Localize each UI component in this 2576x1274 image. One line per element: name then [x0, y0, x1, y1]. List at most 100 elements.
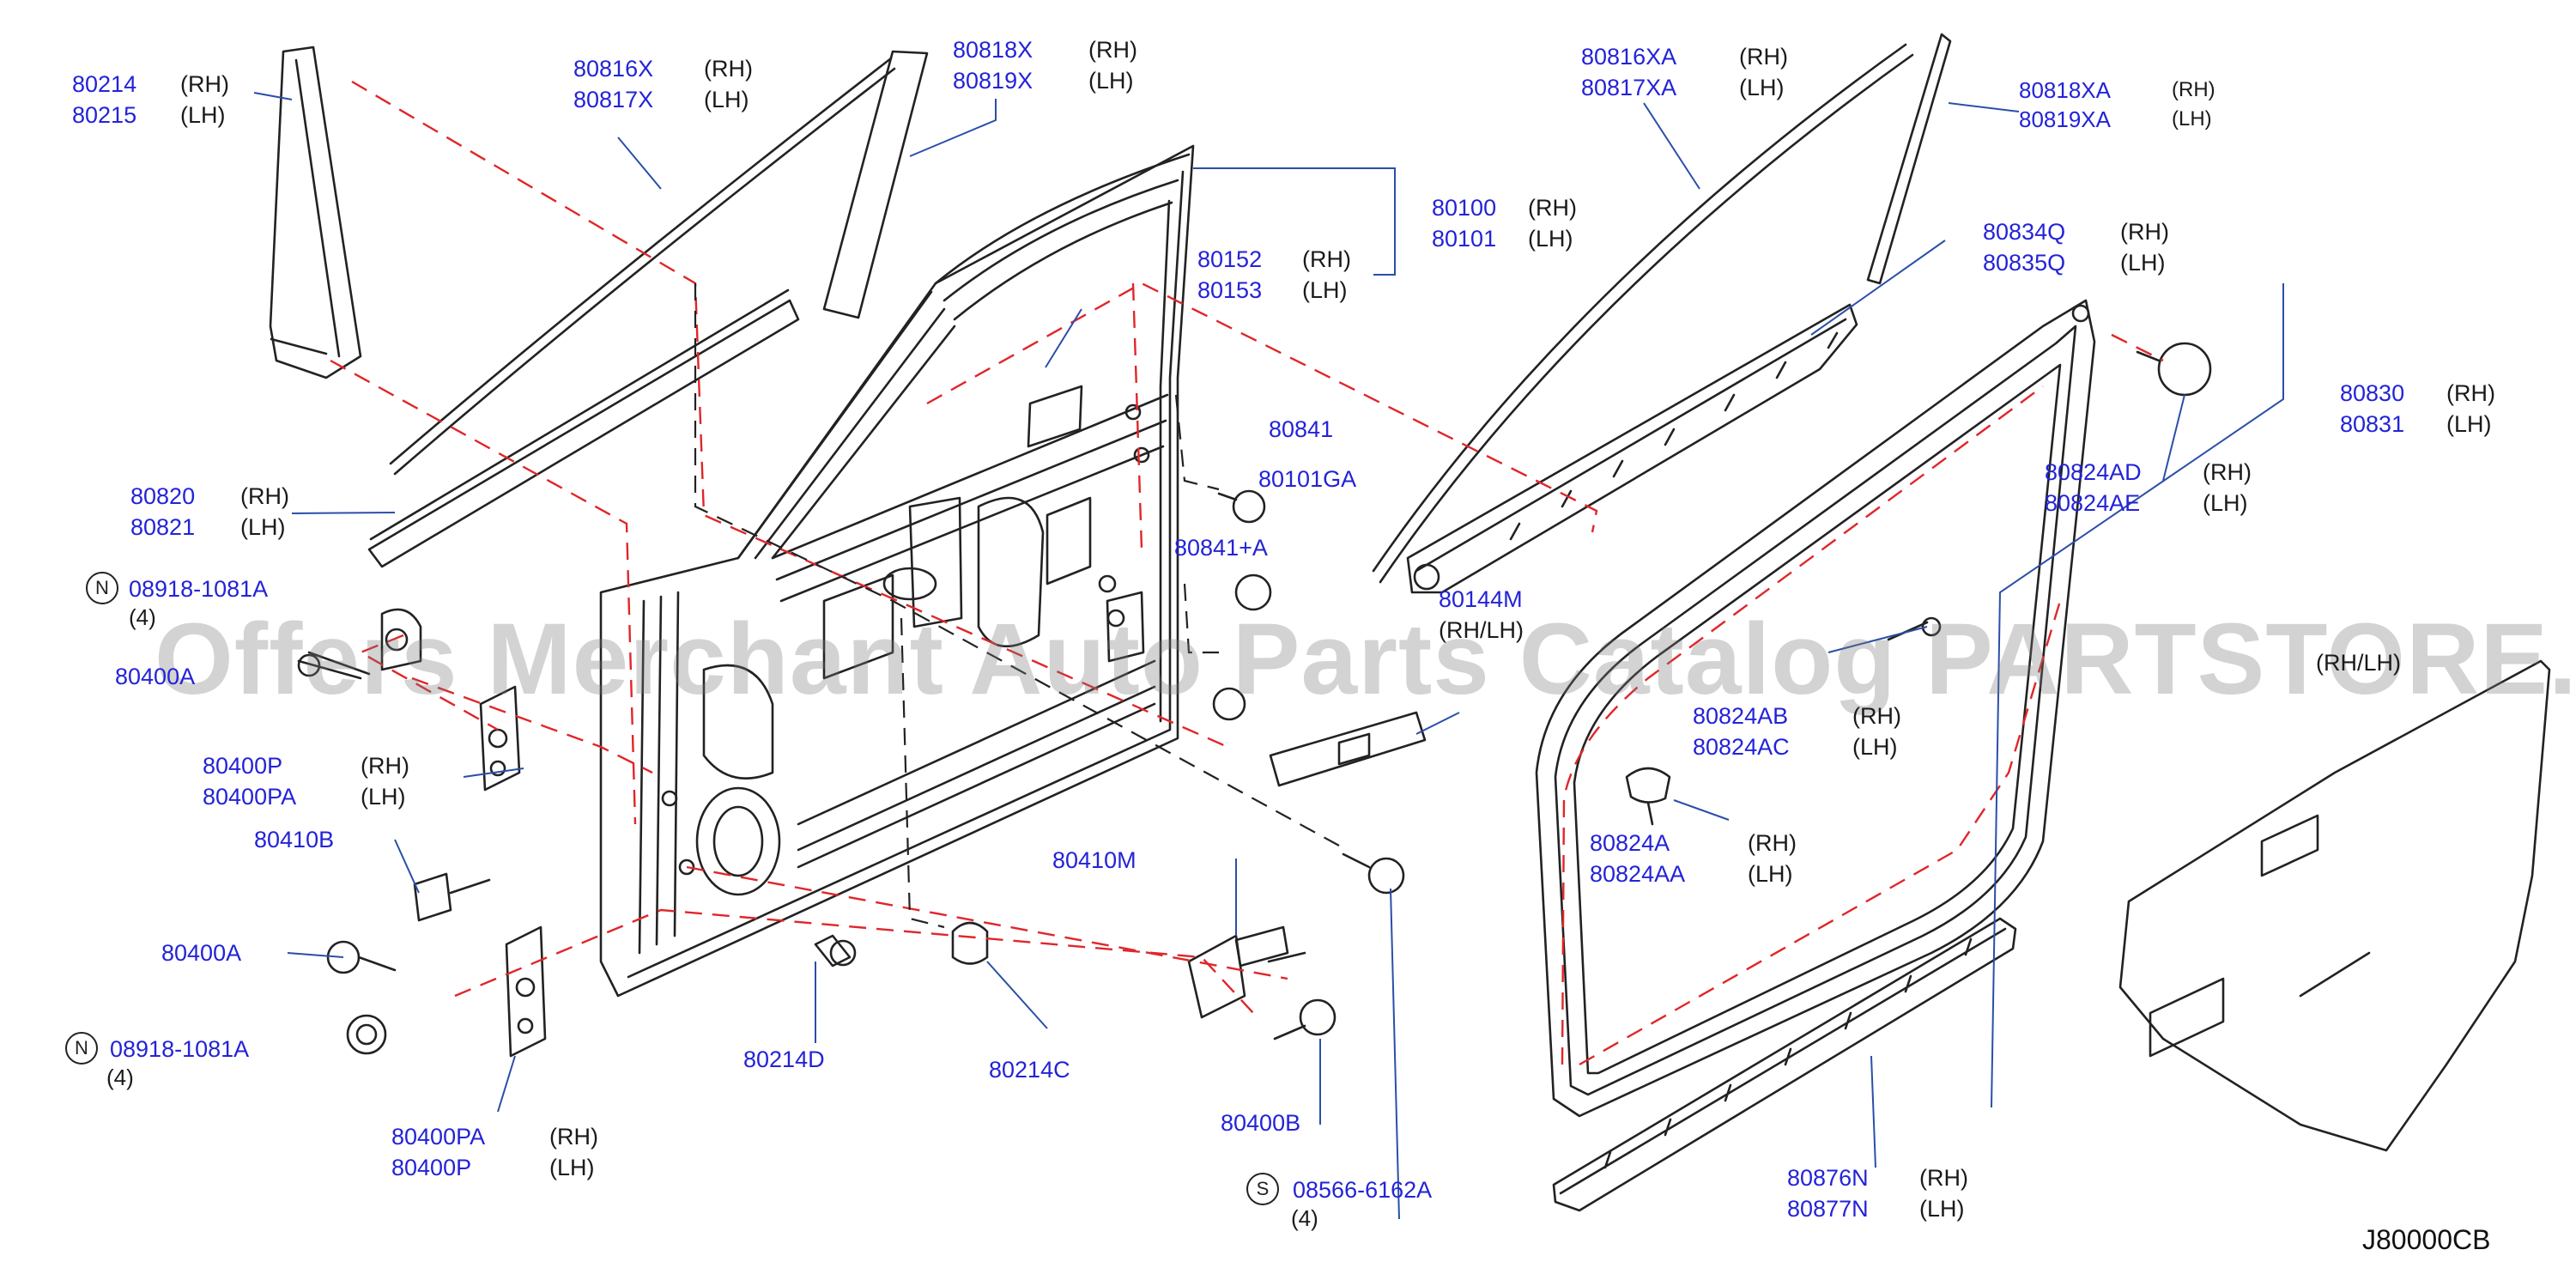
callout-08918-1081a-lower[interactable]: 08918-1081A [110, 1034, 249, 1065]
reference-lines [694, 283, 1340, 929]
callout-80400a-lower[interactable]: 80400A [161, 937, 241, 968]
callout-80410b[interactable]: 80410B [254, 824, 334, 855]
callout-80214c[interactable]: 80214C [989, 1054, 1070, 1085]
callout-80400b[interactable]: 80400B [1221, 1107, 1300, 1138]
callout-80144m[interactable]: 80144M (RH/LH) [1439, 584, 1524, 646]
callout-80830[interactable]: 80830(RH) 80831(LH) [2340, 378, 2495, 440]
n-symbol-badge: N [86, 572, 118, 604]
callout-80214d[interactable]: 80214D [743, 1044, 825, 1075]
callout-80214[interactable]: 80214(RH) 80215(LH) [72, 69, 229, 130]
part-number: 08918-1081A [129, 576, 269, 602]
side-label: (LH) [2120, 250, 2166, 276]
callout-80152[interactable]: 80152 (RH) 80153(LH) [1197, 244, 1351, 306]
part-row: 08918-1081A [110, 1034, 249, 1065]
part-row: 80214D [743, 1044, 825, 1075]
part-number: 80835Q [1983, 250, 2066, 276]
belt-moulding-drawing [1406, 303, 1858, 594]
callout-80410m[interactable]: 80410M [1052, 845, 1136, 876]
callout-80824ab[interactable]: 80824AB(RH) 80824AC(LH) [1693, 701, 1901, 762]
side-label: (RH) [1528, 195, 1577, 221]
part-row: 80824AA(LH) [1590, 858, 1793, 889]
part-row: 80817X(LH) [573, 84, 749, 115]
part-number: 80834Q [1983, 219, 2066, 245]
part-number: 80841+A [1174, 535, 1268, 561]
side-label: (LH) [1739, 75, 1785, 100]
part-row: 80214C [989, 1054, 1070, 1085]
part-number: 80817XA [1581, 75, 1677, 100]
callout-80100[interactable]: 80100(RH) 80101(LH) [1432, 192, 1577, 254]
leader-lines [253, 92, 2284, 1220]
callout-80101ga[interactable]: 80101GA [1258, 464, 1356, 494]
part-row: 80876N (RH) [1787, 1162, 1968, 1193]
part-number: 80824AC [1693, 734, 1790, 760]
door-shell-drawing [599, 144, 1195, 998]
sill-moulding-drawing [1552, 917, 2017, 1212]
part-row: 80816XA(RH) [1581, 41, 1788, 72]
part-row: 80830(RH) [2340, 378, 2495, 409]
callout-80841-a[interactable]: 80841+A [1174, 532, 1268, 563]
part-row: 80215(LH) [72, 100, 226, 130]
callout-80824ad[interactable]: 80824AD(RH) 80824AE(LH) [2045, 457, 2252, 519]
part-number: 80152 [1197, 246, 1263, 272]
side-label: (RH) [1302, 246, 1351, 272]
side-label: (RH) [1088, 37, 1137, 63]
callout-80841[interactable]: 80841 [1269, 414, 1333, 445]
part-number: 80818XA [2019, 77, 2111, 103]
part-row: 80824AC (LH) [1693, 731, 1898, 762]
side-label: (RH) [240, 483, 289, 509]
part-number: 80400B [1221, 1110, 1301, 1136]
callout-80820[interactable]: 80820(RH) 80821(LH) [130, 481, 289, 543]
callout-80816xa[interactable]: 80816XA(RH) 80817XA (LH) [1581, 41, 1788, 103]
side-label: (LH) [2446, 411, 2492, 437]
quantity-label: (4) [106, 1065, 134, 1090]
part-row: 80877N(LH) [1787, 1193, 1965, 1224]
part-row: 80400A [161, 937, 241, 968]
side-label: (LH) [1852, 734, 1898, 760]
part-number: 80214 [72, 71, 137, 97]
part-number: 80410M [1052, 847, 1136, 873]
part-number: 80877N [1787, 1196, 1869, 1222]
callout-80818xa[interactable]: 80818XA(RH) 80819XA(LH) [2019, 76, 2215, 134]
part-number: 80818X [953, 37, 1033, 63]
side-label: (LH) [1748, 861, 1793, 887]
part-number: 08918-1081A [110, 1036, 250, 1062]
side-label: (LH) [1088, 68, 1134, 94]
part-number: 80400PA [203, 784, 297, 810]
callout-80818x[interactable]: 80818X(RH) 80819X(LH) [953, 34, 1137, 96]
side-label: (RH) [1748, 830, 1797, 856]
sealing-screen-drawing [2118, 659, 2551, 1152]
part-row: 80818X (RH) [953, 34, 1137, 65]
part-number: 80214D [743, 1046, 825, 1072]
callout-08566-6162a[interactable]: 08566-6162A [1293, 1174, 1432, 1205]
side-label: (LH) [1528, 226, 1573, 252]
callout-80400p[interactable]: 80400P(RH) 80400PA(LH) [203, 750, 409, 812]
side-label: (LH) [1302, 277, 1348, 303]
callout-80816x[interactable]: 80816X(RH) 80817X(LH) [573, 53, 753, 115]
part-number: 80824A [1590, 830, 1670, 856]
callout-08918-1081a-upper[interactable]: 08918-1081A [129, 573, 268, 604]
callout-80400pa[interactable]: 80400PA(RH) 80400P(LH) [391, 1121, 598, 1183]
callout-80824a[interactable]: 80824A (RH) 80824AA(LH) [1590, 828, 1797, 889]
side-label: (LH) [180, 102, 226, 128]
part-row: 80153(LH) [1197, 275, 1348, 306]
part-row: 80820(RH) [130, 481, 289, 512]
callout-sealing-screen[interactable]: (RH/LH) [2316, 647, 2401, 678]
side-label: (LH) [2203, 490, 2248, 516]
side-label: (RH) [549, 1124, 598, 1150]
part-number: 80824AB [1693, 703, 1789, 729]
side-label: (RH) [1919, 1165, 1968, 1191]
part-row: 80819XA(LH) [2019, 105, 2212, 134]
quantity-label: (4) [1291, 1205, 1318, 1231]
part-number: 80821 [130, 514, 196, 540]
part-number: 80824AE [2045, 490, 2141, 516]
callout-80834q[interactable]: 80834Q(RH) 80835Q(LH) [1983, 216, 2169, 278]
quantity-label: (4) [129, 604, 156, 630]
callout-80400a-upper[interactable]: 80400A [115, 661, 195, 692]
part-row: 80152 (RH) [1197, 244, 1351, 275]
side-label: (RH/LH) [2316, 650, 2401, 676]
part-row: 80400B [1221, 1107, 1300, 1138]
part-number: 80876N [1787, 1165, 1869, 1191]
callout-80876n[interactable]: 80876N (RH) 80877N(LH) [1787, 1162, 1968, 1224]
part-row: 80831(LH) [2340, 409, 2492, 440]
